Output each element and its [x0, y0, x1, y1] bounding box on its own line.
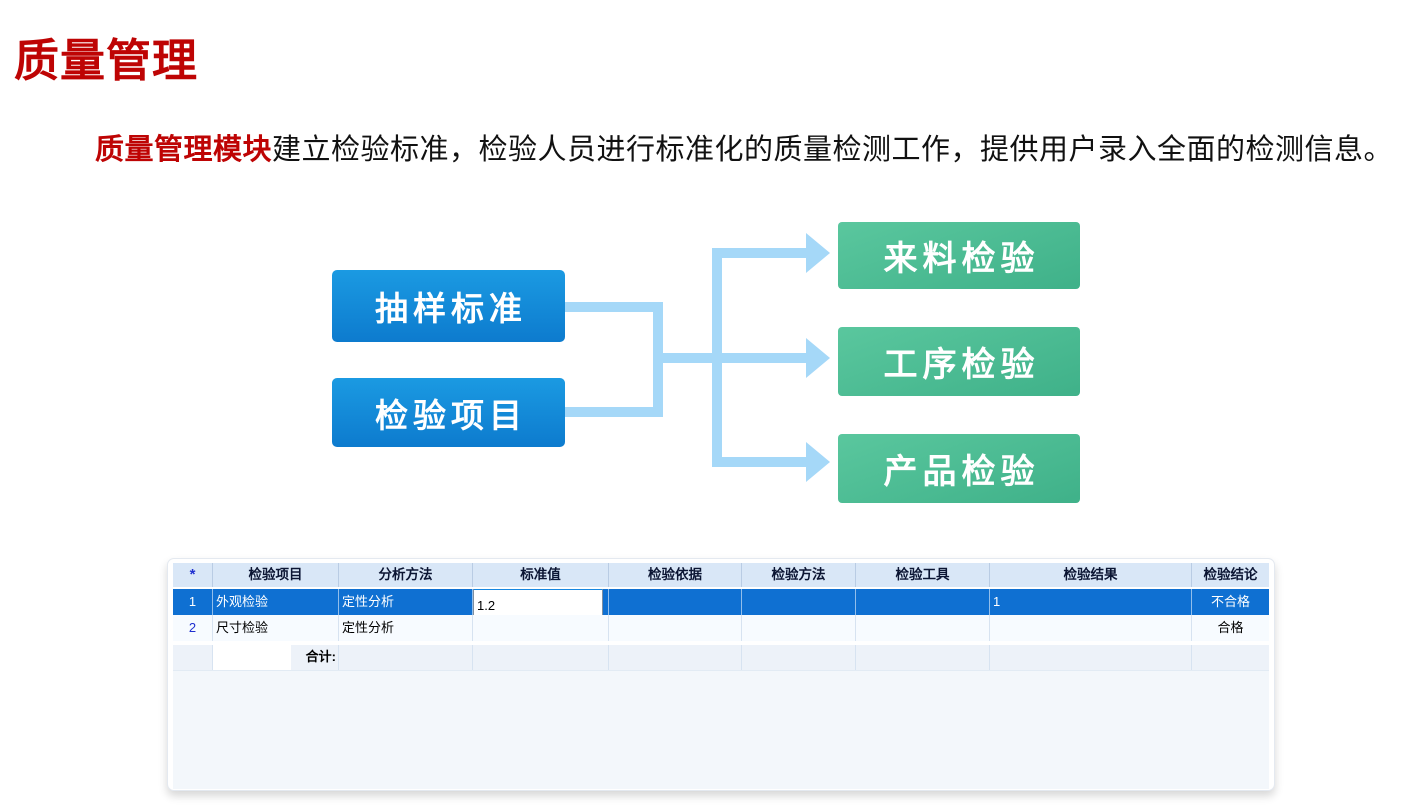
col-analysis-method[interactable]: 分析方法	[339, 563, 473, 587]
target-box-product-inspection: 产品检验	[838, 434, 1080, 503]
row-number-cell: 2	[173, 615, 213, 641]
connector-line	[712, 248, 722, 467]
quality-flow-diagram: 抽样标准 检验项目 来料检验 工序检验 产品检验	[332, 222, 1080, 503]
col-inspection-method[interactable]: 检验方法	[742, 563, 856, 587]
source-box-sampling-standard: 抽样标准	[332, 270, 565, 342]
table-row-selected[interactable]: 1 外观检验 定性分析 1 不合格	[173, 589, 1269, 615]
cell-inspection-basis[interactable]	[609, 589, 742, 615]
cell-inspection-result[interactable]	[990, 615, 1192, 641]
intro-text: 质量管理模块建立检验标准，检验人员进行标准化的质量检测工作，提供用户录入全面的检…	[95, 126, 1410, 168]
intro-highlight: 质量管理模块	[95, 134, 273, 166]
sum-empty-cell	[856, 645, 990, 670]
cell-standard-value[interactable]	[473, 589, 609, 615]
arrow-right-icon	[806, 442, 830, 482]
table-row[interactable]: 2 尺寸检验 定性分析 合格	[173, 615, 1269, 641]
connector-line	[712, 248, 808, 258]
col-inspection-result[interactable]: 检验结果	[990, 563, 1192, 587]
target-box-process-inspection: 工序检验	[838, 327, 1080, 396]
standard-value-input[interactable]	[473, 589, 603, 615]
col-inspection-conclusion[interactable]: 检验结论	[1203, 567, 1258, 582]
cell-standard-value[interactable]	[473, 615, 609, 641]
col-inspection-tool[interactable]: 检验工具	[856, 563, 990, 587]
sum-empty-cell	[1192, 645, 1269, 670]
source-box-inspection-item: 检验项目	[332, 378, 565, 447]
cell-analysis-method[interactable]: 定性分析	[339, 589, 473, 615]
col-inspection-basis[interactable]: 检验依据	[609, 563, 742, 587]
sum-input-box[interactable]	[213, 645, 291, 670]
cell-inspection-item[interactable]: 尺寸检验	[213, 615, 339, 641]
arrow-right-icon	[806, 233, 830, 273]
cell-inspection-item[interactable]: 外观检验	[213, 589, 339, 615]
col-standard-value[interactable]: 标准值	[473, 563, 609, 587]
sum-cell: 合计:	[213, 645, 339, 670]
connector-line	[565, 407, 663, 417]
row-number-cell: 1	[173, 589, 213, 615]
table-header-row: * 检验项目 分析方法 标准值 检验依据 检验方法 检验工具 检验结果 检验结论	[173, 563, 1269, 587]
sum-empty-cell	[473, 645, 609, 670]
sum-label: 合计:	[305, 649, 336, 664]
col-inspection-item[interactable]: 检验项目	[213, 563, 339, 587]
sum-empty-cell	[990, 645, 1192, 670]
sum-empty-cell	[609, 645, 742, 670]
inspection-table: * 检验项目 分析方法 标准值 检验依据 检验方法 检验工具 检验结果 检验结论…	[173, 563, 1269, 789]
cell-inspection-tool[interactable]	[856, 589, 990, 615]
cell-inspection-basis[interactable]	[609, 615, 742, 641]
page-title: 质量管理	[14, 35, 199, 86]
cell-inspection-method[interactable]	[742, 589, 856, 615]
cell-inspection-conclusion[interactable]: 合格	[1217, 620, 1244, 635]
sum-row: 合计:	[173, 645, 1269, 670]
sum-row-selector-cell	[173, 645, 213, 670]
sum-empty-cell	[742, 645, 856, 670]
arrow-right-icon	[806, 338, 830, 378]
cell-inspection-method[interactable]	[742, 615, 856, 641]
connector-line	[712, 457, 808, 467]
intro-body: 建立检验标准，检验人员进行标准化的质量检测工作，提供用户录入全面的检测信息。	[272, 134, 1394, 166]
target-box-incoming-inspection: 来料检验	[838, 222, 1080, 289]
inspection-table-panel: * 检验项目 分析方法 标准值 检验依据 检验方法 检验工具 检验结果 检验结论…	[167, 558, 1275, 791]
cell-inspection-tool[interactable]	[856, 615, 990, 641]
cell-inspection-result[interactable]: 1	[990, 589, 1192, 615]
col-row-selector[interactable]: *	[173, 563, 213, 587]
table-empty-area	[173, 670, 1269, 789]
cell-analysis-method[interactable]: 定性分析	[339, 615, 473, 641]
cell-inspection-conclusion[interactable]: 不合格	[1210, 594, 1250, 609]
connector-line	[653, 353, 808, 363]
sum-empty-cell	[339, 645, 473, 670]
connector-line	[565, 302, 663, 312]
